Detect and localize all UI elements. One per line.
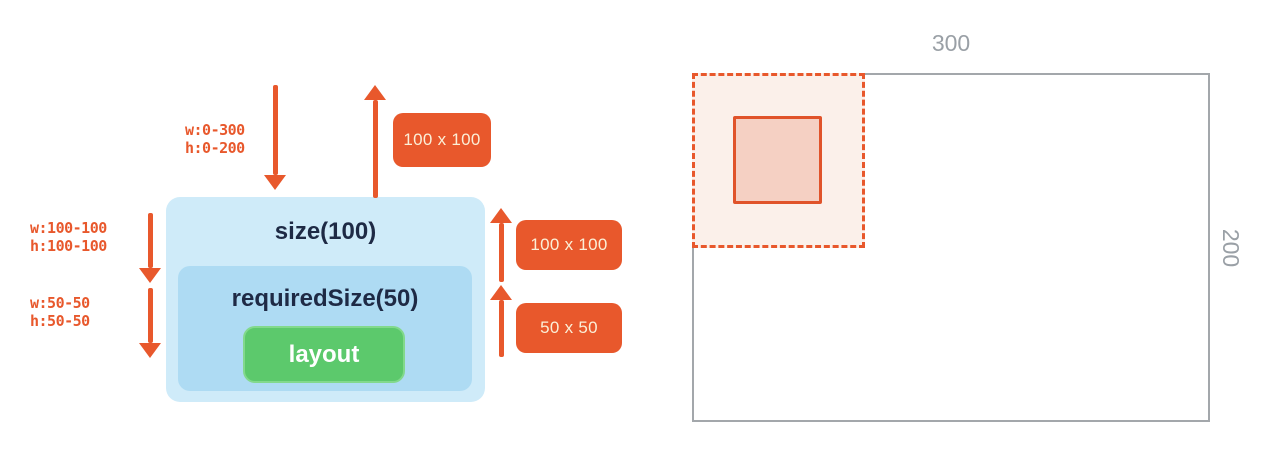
size-constraints-down-arrow xyxy=(139,213,161,283)
incoming-constraints-down-arrow xyxy=(264,85,286,190)
height-dimension-label: 200 xyxy=(1218,228,1244,268)
size-result-badge: 100 x 100 xyxy=(516,220,622,270)
size-modifier-label: size(100) xyxy=(274,218,377,245)
size-constraints-label: w:100-100 h:100-100 xyxy=(30,219,107,255)
measured-size-badge: 100 x 100 xyxy=(393,113,491,167)
required-result-up-arrow xyxy=(490,285,512,357)
incoming-constraint-width: w:0-300 xyxy=(185,121,245,139)
required-constraints-label: w:50-50 h:50-50 xyxy=(30,294,90,330)
required-constraint-height: h:50-50 xyxy=(30,312,90,330)
layout-node: layout xyxy=(243,326,405,383)
size-constraint-width: w:100-100 xyxy=(30,219,107,237)
size-result-up-arrow xyxy=(490,208,512,282)
required-result-badge: 50 x 50 xyxy=(516,303,622,353)
measured-size-up-arrow xyxy=(364,85,386,198)
width-dimension-label: 300 xyxy=(931,30,971,56)
size-constraint-height: h:100-100 xyxy=(30,237,107,255)
required-constraint-width: w:50-50 xyxy=(30,294,90,312)
layout-node-label: layout xyxy=(288,340,360,368)
incoming-constraint-height: h:0-200 xyxy=(185,139,245,157)
required-size-modifier-label: requiredSize(50) xyxy=(231,285,419,312)
required-constraints-down-arrow xyxy=(139,288,161,358)
incoming-constraints-label: w:0-300 h:0-200 xyxy=(185,121,245,157)
measured-content-box xyxy=(733,116,822,204)
